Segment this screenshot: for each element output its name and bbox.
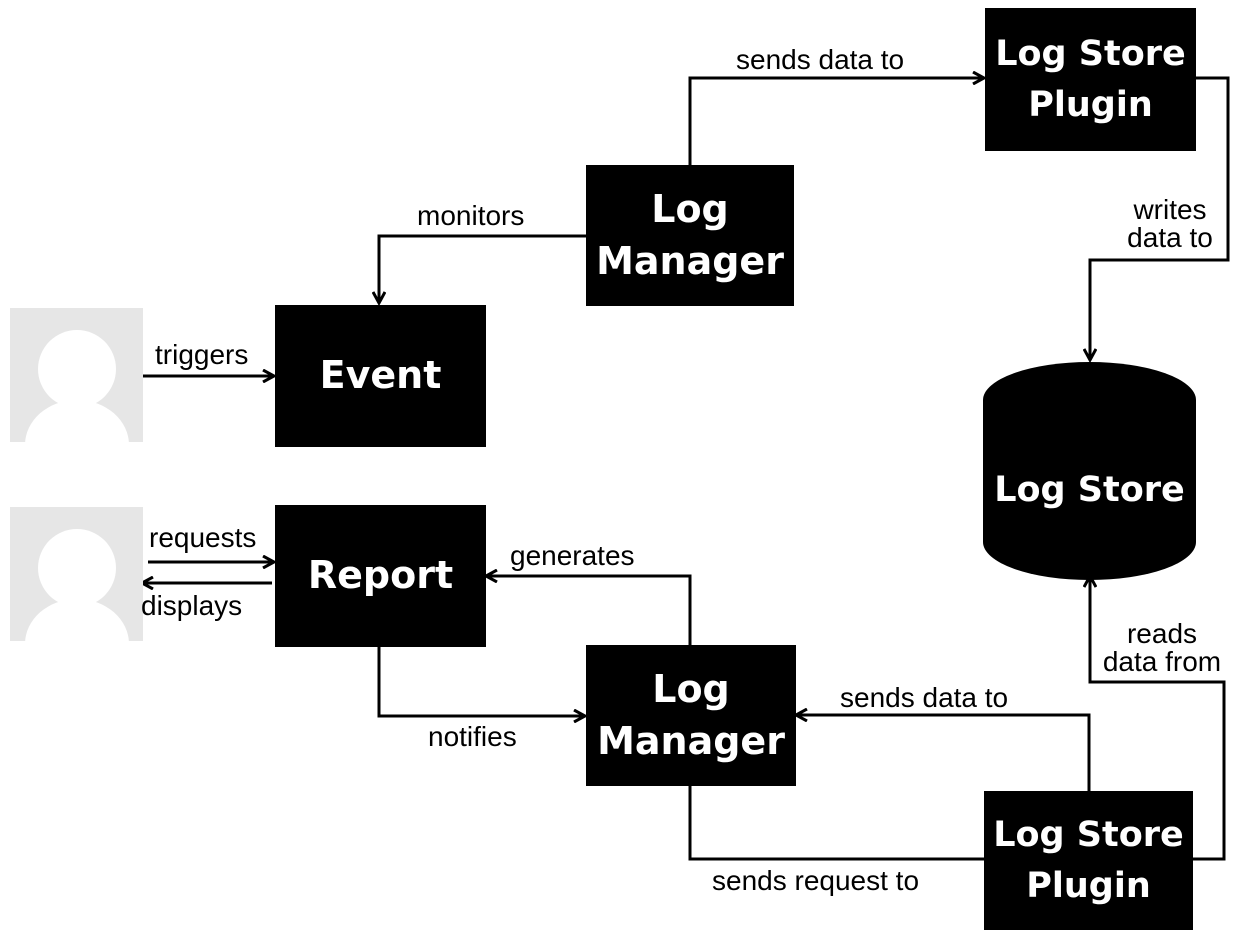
edge-label-monitors: monitors <box>417 200 525 231</box>
edge-label-writes-line2: data to <box>1127 222 1213 253</box>
report-node: Report <box>275 505 486 647</box>
edge-label-requests: requests <box>149 522 257 553</box>
edge-writes-data-to <box>1090 76 1230 360</box>
edge-notifies <box>377 647 585 716</box>
log-store-cylinder <box>983 362 1196 580</box>
edge-label-notifies: notifies <box>428 721 517 752</box>
edge-label-reads-line1: reads <box>1126 618 1198 649</box>
log-manager-top-node: Log Manager <box>586 165 794 306</box>
edge-label-writes-line1: writes <box>1133 194 1207 225</box>
log-store-node: Log Store <box>994 470 1185 510</box>
log-manager-bottom-node: Log Manager <box>586 645 796 786</box>
event-node: Event <box>275 305 486 447</box>
edge-label-sends-data-to-top: sends data to <box>736 44 905 75</box>
edge-label-sends-request-to: sends request to <box>712 865 920 896</box>
edge-sends-data-to-top <box>688 78 984 165</box>
user-avatar-icon <box>10 507 143 641</box>
edge-label-displays: displays <box>141 590 243 621</box>
user-avatar-icon <box>10 308 143 442</box>
edge-label-generates: generates <box>510 540 635 571</box>
edge-label-sends-data-to-bottom: sends data to <box>840 682 1009 713</box>
edge-sends-data-to-bottom <box>796 715 1091 791</box>
edge-label-triggers: triggers <box>155 339 249 370</box>
log-store-plugin-bottom-node: Log Store Plugin <box>984 791 1193 930</box>
edge-label-reads-line2: data from <box>1102 646 1222 677</box>
edge-sends-request-to <box>688 785 984 861</box>
edge-monitors <box>379 234 586 303</box>
edge-generates <box>486 576 692 645</box>
edge-reads-data-from <box>1090 576 1226 861</box>
log-store-plugin-top-node: Log Store Plugin <box>985 8 1196 151</box>
